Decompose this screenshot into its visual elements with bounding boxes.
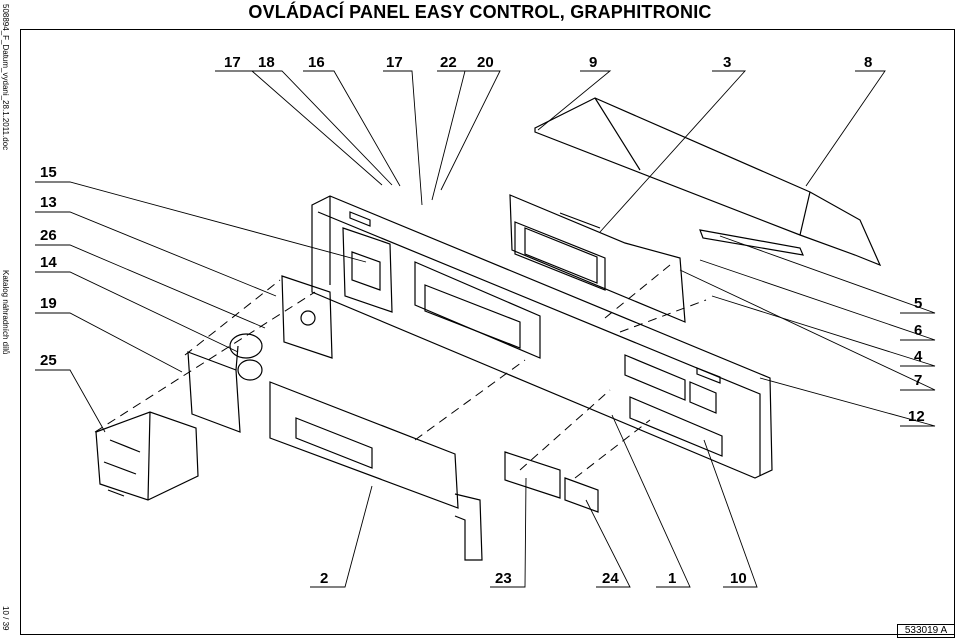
callout-bottom-3: 24 xyxy=(602,570,619,587)
page-title: OVLÁDACÍ PANEL EASY CONTROL, GRAPHITRONI… xyxy=(248,2,712,22)
callout-left-3: 26 xyxy=(40,227,57,244)
callout-top-7: 9 xyxy=(589,54,597,71)
panel-display-window xyxy=(414,261,541,359)
knob-bracket xyxy=(342,227,393,313)
electronics-board xyxy=(509,194,686,323)
leader-lines xyxy=(35,70,936,588)
drawing-frame xyxy=(20,29,955,635)
top-cover xyxy=(534,97,882,267)
callout-bottom-1: 2 xyxy=(320,570,328,587)
callout-bottom-4: 1 xyxy=(668,570,676,587)
callout-top-1: 17 xyxy=(224,54,241,71)
callout-labels: 17 18 16 17 22 20 9 3 8 15 13 26 14 19 2… xyxy=(40,54,925,587)
callout-right-5: 12 xyxy=(908,408,925,425)
drawing-code: 533019 A xyxy=(897,624,955,638)
callout-top-6: 20 xyxy=(477,54,494,71)
callout-left-1: 15 xyxy=(40,164,57,181)
callout-left-4: 14 xyxy=(40,254,57,271)
knob-plate xyxy=(281,275,333,359)
knob-disc xyxy=(229,333,263,359)
assembly-lines xyxy=(94,264,707,479)
callout-top-8: 3 xyxy=(723,54,731,71)
callout-left-5: 19 xyxy=(40,295,57,312)
bottom-foil-24 xyxy=(564,477,599,513)
diagram-parts xyxy=(95,97,882,561)
front-foil xyxy=(269,381,459,509)
callout-top-3: 16 xyxy=(308,54,325,71)
bottom-foil-23 xyxy=(504,451,561,499)
callout-top-4: 17 xyxy=(386,54,403,71)
callout-left-2: 13 xyxy=(40,194,57,211)
callout-bottom-5: 10 xyxy=(730,570,747,587)
left-plate xyxy=(187,351,241,433)
callout-right-3: 4 xyxy=(914,348,923,365)
callout-right-1: 5 xyxy=(914,295,922,312)
panel-right-cutouts xyxy=(624,354,723,457)
callout-top-5: 22 xyxy=(440,54,457,71)
callout-top-2: 18 xyxy=(258,54,275,71)
callout-top-9: 8 xyxy=(864,54,872,71)
side-cover xyxy=(95,411,199,501)
callout-bottom-2: 23 xyxy=(495,570,512,587)
callout-right-2: 6 xyxy=(914,322,922,339)
callout-right-4: 7 xyxy=(914,372,922,389)
callout-left-6: 25 xyxy=(40,352,57,369)
